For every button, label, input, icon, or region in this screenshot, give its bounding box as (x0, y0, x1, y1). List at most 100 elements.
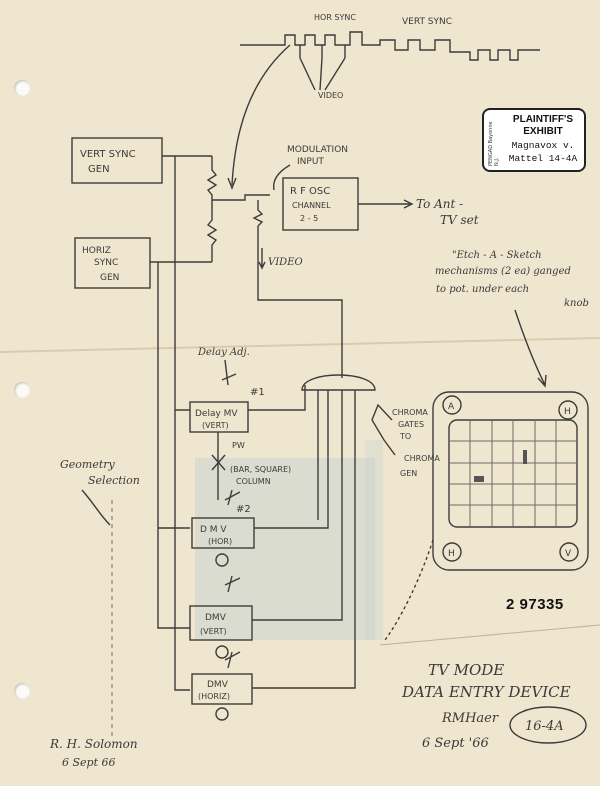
circle-label: 16-4A (525, 719, 564, 734)
video-top-label: VIDEO (318, 91, 343, 100)
dmv-vert-label-2: (VERT) (200, 627, 227, 636)
etch-label-1: "Etch - A - Sketch (452, 250, 542, 261)
dmv-vert-label-1: DMV (205, 613, 227, 623)
to-antenna-arrow (358, 199, 414, 209)
document-number-stamp: 2 97335 (506, 596, 564, 613)
tv-leader-line (384, 539, 434, 641)
geometry-label-1: Geometry (60, 458, 116, 471)
rf-osc-label-2: CHANNEL (292, 201, 331, 210)
video-mid-arrow (258, 248, 266, 270)
chroma-label-3: TO (399, 432, 411, 441)
chroma-label-2: GATES (398, 420, 424, 429)
vert-bus-wire (174, 156, 190, 691)
etch-label-4: knob (564, 298, 589, 309)
sync-to-rf-arrow (231, 44, 291, 186)
crease-line (379, 624, 600, 646)
dmv-horiz-to-lamp-wire (252, 440, 356, 689)
to-ant-label-1: To Ant - (416, 197, 463, 211)
knob-h2-label: H (448, 549, 455, 559)
tv-mode-title: TV MODE (428, 661, 504, 679)
chroma-lamp-legs (317, 390, 356, 520)
rf-osc-label-1: R F OSC (290, 186, 330, 197)
dmv-hor-label-2: (HOR) (208, 537, 232, 546)
dmv-vert-to-lamp-wire (252, 430, 343, 621)
exhibit-line-1: PLAINTIFF'S (512, 114, 574, 125)
bus-taps (158, 409, 190, 529)
sync-arrowhead (227, 177, 237, 190)
vert-resistor (206, 156, 270, 201)
pw-label: PW (232, 441, 245, 450)
delay-mv-label-1: Delay MV (195, 409, 238, 419)
chroma-label-1: CHROMA (392, 408, 428, 417)
etch-label-2: mechanisms (2 ea) ganged (435, 266, 571, 277)
horiz-sync-gen-label-1: HORIZ (82, 246, 111, 256)
geometry-arrow (81, 489, 111, 526)
geometry-label-2: Selection (88, 474, 140, 487)
gen-output-wires (150, 155, 212, 263)
delay-adj-label: Delay Adj. (197, 347, 250, 358)
horiz-bus-wire (157, 262, 190, 629)
punch-hole-bottom (14, 683, 30, 699)
video-pointer-lines (299, 57, 346, 91)
dmv-hor-label-1: D M V (200, 525, 227, 535)
sync-waveform (240, 31, 540, 61)
video-to-lamp-wire (257, 226, 343, 378)
rf-osc-label-3: 2 - 5 (300, 214, 318, 223)
label-circle (509, 706, 587, 744)
exhibit-side-text: PENGAD Bayonne N.J. (488, 121, 500, 166)
chroma-zigzag (371, 403, 396, 456)
num-2-label: #2 (236, 504, 251, 515)
vert-sync-gen-box (71, 137, 163, 184)
bar-square-label-2: COLUMN (236, 477, 271, 486)
dmv-horiz-box (191, 673, 253, 705)
dmv-vert-pot (215, 645, 229, 659)
date-right: 6 Sept '66 (422, 736, 489, 751)
dmv-horiz-adjust (224, 651, 241, 669)
vert-sync-gen-label-1: VERT SYNC (80, 149, 136, 160)
chroma-label-5: GEN (400, 469, 417, 478)
dmv-horiz-pot (215, 707, 229, 721)
video-mid-label: VIDEO (268, 257, 303, 268)
horiz-sync-gen-box (74, 237, 151, 289)
delay-mv-box (189, 401, 249, 433)
vert-sync-top-label: VERT SYNC (402, 17, 452, 27)
date-left: 6 Sept 66 (62, 756, 116, 769)
dmv-horiz-label-1: DMV (207, 680, 229, 690)
modulation-label-2: INPUT (297, 157, 324, 167)
video-resistor (252, 200, 264, 227)
horiz-sync-gen-label-3: GEN (100, 273, 119, 283)
etch-label-3: to pot. under each (436, 284, 529, 295)
delay-to-lamp-wire (248, 385, 306, 411)
dmv-vert-box (189, 605, 253, 641)
dmv-hor-pot (215, 553, 229, 567)
knob-v-label: V (565, 549, 572, 559)
fold-line (0, 337, 600, 353)
dmv-horiz-label-2: (HORIZ) (198, 692, 230, 701)
etch-pointer-arrow (514, 309, 547, 388)
initials: RMHaer (441, 711, 499, 726)
dmv-hor-box (191, 517, 255, 549)
hor-sync-label: HOR SYNC (314, 13, 356, 22)
vert-sync-gen-label-2: GEN (88, 164, 110, 175)
punch-hole-middle (14, 382, 30, 398)
modulation-label-1: MODULATION (287, 145, 348, 155)
horiz-sync-gen-label-2: SYNC (94, 258, 118, 268)
tv-set-drawing (432, 391, 589, 571)
signature: R. H. Solomon (49, 737, 138, 751)
delay-mv-label-2: (VERT) (202, 421, 229, 430)
tape-stain (195, 458, 375, 640)
dmv-vert-adjust (224, 575, 241, 593)
knob-h1-label: H (564, 407, 571, 417)
punch-hole-top (14, 80, 30, 96)
knob-a-label: A (448, 402, 455, 412)
tape-stain-edge (365, 440, 383, 640)
chroma-lamp (301, 374, 376, 391)
exhibit-line-2: EXHIBIT (523, 126, 563, 137)
horiz-resistor (206, 200, 218, 262)
exhibit-sticker: PENGAD Bayonne N.J. PLAINTIFF'S EXHIBIT … (482, 108, 586, 172)
delay-adj-arrow (221, 359, 237, 386)
dmv-hor-adjust (224, 489, 241, 506)
exhibit-line-3: Magnavox v. (511, 140, 575, 151)
dmv-hor-to-lamp-wire (254, 390, 329, 529)
